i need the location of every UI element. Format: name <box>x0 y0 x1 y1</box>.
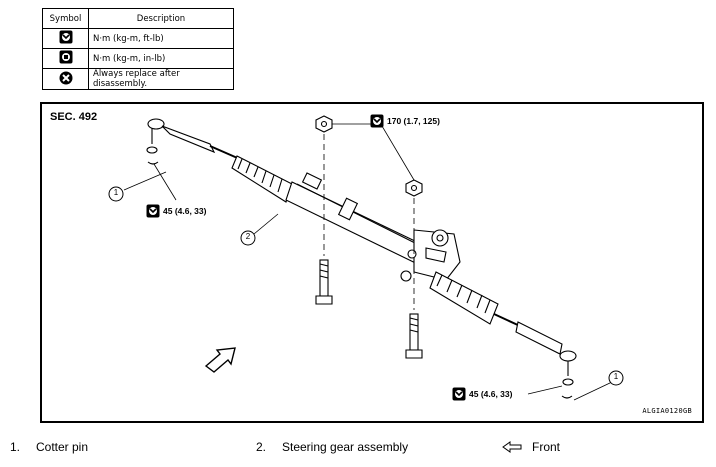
torque-wrench-icon <box>146 204 160 218</box>
rack-housing <box>285 172 443 273</box>
right-tie-rod-end <box>515 321 577 399</box>
legend-text: N·m (kg-m, ft-lb) <box>88 28 234 49</box>
callout-number: 1 <box>113 188 119 197</box>
section-label: SEC. 492 <box>50 111 98 123</box>
pinion-housing <box>400 229 461 282</box>
legend-row: N·m (kg-m, in-lb) <box>42 48 234 69</box>
diagram-frame: SEC. 492 1 2 1 170 (1.7, 125) 45 (4.6, 3… <box>40 102 704 423</box>
always-replace-icon <box>59 71 72 84</box>
footer-item-label: Cotter pin <box>36 440 89 454</box>
torque-spec-top: 170 (1.7, 125) <box>370 114 440 128</box>
torque-spec-right: 45 (4.6, 33) <box>452 387 512 401</box>
legend-row: Always replace after disassembly. <box>42 68 234 90</box>
footer-item-front: Front <box>502 440 560 454</box>
callout-2 <box>240 230 256 246</box>
callout-1-right <box>608 370 624 386</box>
torque-wrench-small-icon <box>59 50 72 64</box>
torque-spec-left: 45 (4.6, 33) <box>146 204 206 218</box>
front-arrow-icon <box>502 441 522 453</box>
footer-item-cotter-pin: 1. Cotter pin <box>10 440 88 454</box>
right-boot <box>429 271 499 325</box>
torque-wrench-icon <box>452 387 466 401</box>
torque-value: 45 (4.6, 33) <box>163 206 207 216</box>
legend-header-description: Description <box>88 8 234 29</box>
mounting-bolt-right <box>405 198 423 359</box>
legend-header-symbol: Symbol <box>42 8 89 29</box>
figure-code: ALGIA0120GB <box>642 407 692 415</box>
legend-row: N·m (kg-m, ft-lb) <box>42 28 234 49</box>
callout-number: 2 <box>245 232 251 241</box>
mounting-bolt-left <box>315 134 333 305</box>
torque-wrench-icon <box>59 30 72 44</box>
callout-1-left <box>108 186 124 202</box>
footer-item-label: Steering gear assembly <box>282 440 409 454</box>
torque-value: 170 (1.7, 125) <box>387 116 440 126</box>
footer-item-label: Front <box>532 440 561 454</box>
legend-text: Always replace after disassembly. <box>88 68 234 90</box>
left-boot <box>231 155 293 203</box>
mounting-nut-top <box>315 115 333 133</box>
mounting-nut-right <box>405 179 423 197</box>
callout-number: 1 <box>613 372 619 381</box>
left-tie-rod-end <box>146 118 216 165</box>
legend-text: N·m (kg-m, in-lb) <box>88 48 234 69</box>
footer-item-number: 1. <box>10 440 21 454</box>
torque-wrench-icon <box>370 114 384 128</box>
footer-item-number: 2. <box>256 440 267 454</box>
leader-lines <box>123 123 613 401</box>
symbol-legend-table: Symbol Description N·m (kg-m, ft-lb) N·m… <box>42 8 234 90</box>
steering-gear-illustration <box>108 115 624 401</box>
torque-value: 45 (4.6, 33) <box>469 389 513 399</box>
front-direction-arrow <box>204 347 236 373</box>
footer-item-steering-gear: 2. Steering gear assembly <box>256 440 408 454</box>
